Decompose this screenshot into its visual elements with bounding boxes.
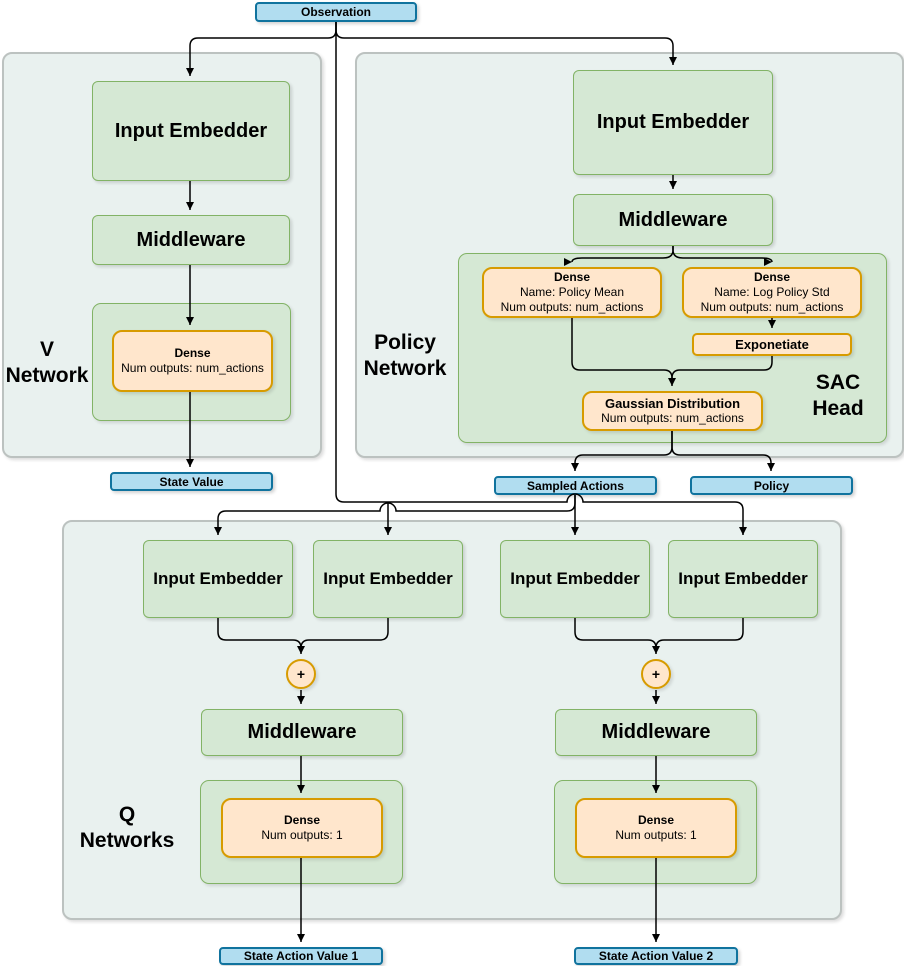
q1-dense-title: Dense: [283, 813, 321, 827]
policy-middleware-node: Middleware: [573, 194, 773, 246]
gaussian-distribution-outputs: Num outputs: num_actions: [601, 411, 744, 425]
dense-policy-mean-outputs: Num outputs: num_actions: [500, 300, 644, 314]
q1-middleware-label: Middleware: [247, 721, 357, 743]
q1-input-embedder-b-label: Input Embedder: [323, 569, 453, 588]
q2-sum-label: +: [651, 666, 661, 682]
state-value-node: State Value: [110, 472, 273, 491]
policy-network-label: Policy Network: [360, 330, 450, 382]
v-dense-node: Dense Num outputs: num_actions: [112, 330, 273, 392]
q-networks-label-text: Q Networks: [79, 803, 175, 852]
sampled-actions-node: Sampled Actions: [494, 476, 657, 495]
policy-input-embedder-label: Input Embedder: [596, 111, 750, 133]
q1-dense-node: Dense Num outputs: 1: [221, 798, 383, 858]
dense-policy-mean-title: Dense: [553, 270, 591, 284]
dense-log-policy-std-name: Name: Log Policy Std: [714, 285, 830, 299]
v-network-label: V Network: [2, 337, 92, 389]
sac-head-label-text: SAC Head: [812, 371, 864, 420]
q1-input-embedder-a-label: Input Embedder: [153, 569, 283, 588]
v-input-embedder-label: Input Embedder: [114, 119, 268, 142]
v-input-embedder-node: Input Embedder: [92, 81, 290, 181]
q1-input-embedder-b-node: Input Embedder: [313, 540, 463, 618]
sac-head-label: SAC Head: [805, 370, 871, 422]
state-value-label: State Value: [159, 474, 224, 489]
dense-log-policy-std-title: Dense: [753, 270, 791, 284]
q1-dense-detail: Num outputs: 1: [261, 828, 343, 842]
q2-input-embedder-b-node: Input Embedder: [668, 540, 818, 618]
dense-log-policy-std-node: Dense Name: Log Policy Std Num outputs: …: [682, 267, 862, 318]
q2-middleware-node: Middleware: [555, 709, 757, 756]
observation-node: Observation: [255, 2, 417, 22]
gaussian-distribution-node: Gaussian Distribution Num outputs: num_a…: [582, 391, 763, 431]
q1-middleware-node: Middleware: [201, 709, 403, 756]
policy-middleware-label: Middleware: [618, 208, 728, 231]
q2-sum-node: +: [641, 659, 671, 689]
dense-log-policy-std-outputs: Num outputs: num_actions: [700, 300, 844, 314]
q2-input-embedder-a-label: Input Embedder: [510, 569, 640, 588]
q2-dense-title: Dense: [637, 813, 675, 827]
gaussian-distribution-title: Gaussian Distribution: [604, 396, 741, 411]
v-network-label-text: V Network: [5, 338, 89, 387]
policy-output-node: Policy: [690, 476, 853, 495]
q2-dense-detail: Num outputs: 1: [615, 828, 697, 842]
v-dense-title: Dense: [174, 346, 211, 360]
state-action-value-2-node: State Action Value 2: [574, 947, 738, 965]
exponentiate-label: Exponetiate: [735, 337, 809, 352]
policy-output-label: Policy: [753, 478, 790, 493]
q-networks-label: Q Networks: [72, 802, 182, 854]
policy-input-embedder-node: Input Embedder: [573, 70, 773, 175]
q1-input-embedder-a-node: Input Embedder: [143, 540, 293, 618]
dense-policy-mean-name: Name: Policy Mean: [519, 285, 625, 299]
sampled-actions-label: Sampled Actions: [527, 478, 624, 493]
dense-policy-mean-node: Dense Name: Policy Mean Num outputs: num…: [482, 267, 662, 318]
q1-sum-label: +: [296, 666, 306, 682]
policy-network-label-text: Policy Network: [363, 331, 447, 380]
v-middleware-node: Middleware: [92, 215, 290, 265]
observation-label: Observation: [300, 5, 372, 19]
q2-input-embedder-a-node: Input Embedder: [500, 540, 650, 618]
state-action-value-1-node: State Action Value 1: [219, 947, 383, 965]
q2-input-embedder-b-label: Input Embedder: [678, 569, 808, 588]
q2-middleware-label: Middleware: [601, 721, 711, 743]
v-middleware-label: Middleware: [136, 228, 246, 251]
state-action-value-2-label: State Action Value 2: [598, 949, 714, 963]
state-action-value-1-label: State Action Value 1: [243, 949, 359, 963]
exponentiate-node: Exponetiate: [692, 333, 852, 356]
q1-sum-node: +: [286, 659, 316, 689]
q2-dense-node: Dense Num outputs: 1: [575, 798, 737, 858]
v-dense-detail: Num outputs: num_actions: [121, 361, 264, 375]
